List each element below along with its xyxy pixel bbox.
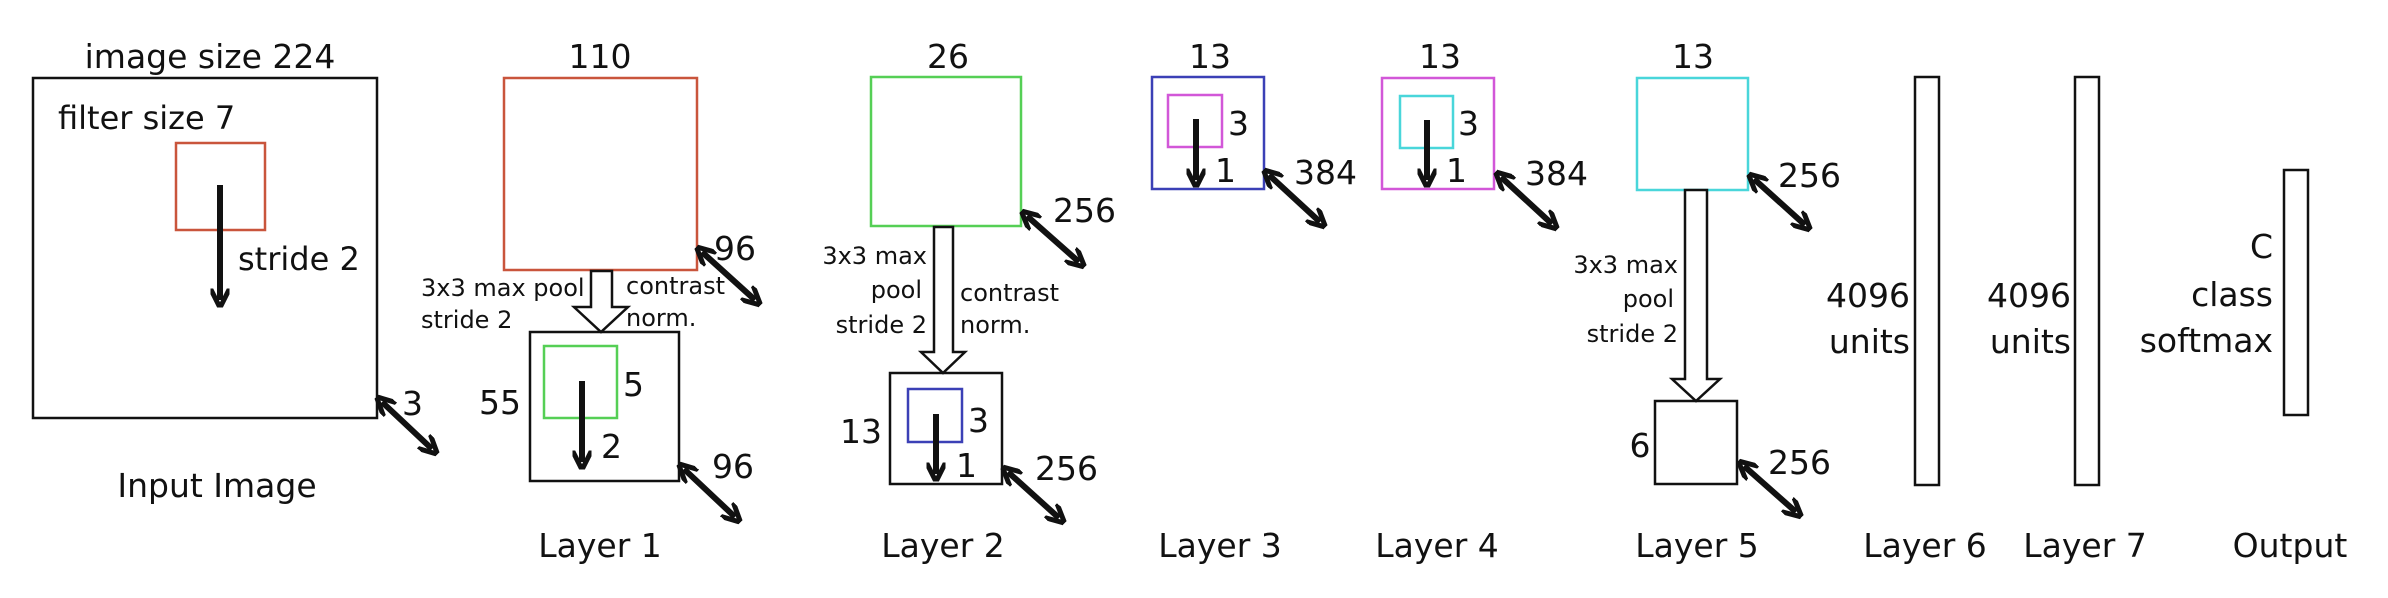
- layer6-units-line2: units: [1829, 322, 1910, 361]
- layer4-depth: 384: [1525, 154, 1588, 193]
- layer2-depth-top: 256: [1053, 191, 1116, 230]
- depth-arrow-icon: [382, 402, 432, 449]
- layer1-pooled-size: 55: [479, 383, 521, 422]
- layer7-fc-vector: [2073, 75, 2101, 487]
- layer2-pool-line1: 3x3 max: [822, 242, 927, 270]
- layer2-pooled-map: [888, 371, 1004, 486]
- layer6-title: Layer 6: [1863, 526, 1987, 565]
- pool-arrow-icon: [570, 269, 632, 334]
- layer3-stride-label: 1: [1215, 151, 1236, 190]
- layer2-pooled-size: 13: [840, 412, 882, 451]
- layer2-norm-line1: contrast: [960, 279, 1059, 307]
- layer4-feature-map: [1380, 76, 1496, 191]
- depth-arrow-icon: [1008, 472, 1059, 518]
- depth-arrow-icon: [702, 252, 755, 300]
- layer4-size-label: 13: [1419, 37, 1461, 76]
- output-line1: C: [2250, 227, 2273, 266]
- input-depth-label: 3: [402, 384, 423, 423]
- layer5-depth-bottom: 256: [1768, 443, 1831, 482]
- layer2-size-label: 26: [927, 37, 969, 76]
- output-line3: softmax: [2140, 321, 2273, 360]
- input-image-box: [31, 76, 379, 420]
- layer1-title: Layer 1: [538, 526, 662, 565]
- layer6-block: 4096 units Layer 6: [1826, 75, 1987, 565]
- layer5-feature-map: [1635, 76, 1750, 192]
- stride-label: stride 2: [238, 240, 360, 278]
- layer4-filter-label: 3: [1458, 104, 1479, 143]
- layer4-title: Layer 4: [1375, 526, 1499, 565]
- layer5-pooled-size: 6: [1630, 426, 1651, 465]
- layer1-pooled-map: [528, 330, 681, 483]
- layer2-feature-map: [869, 75, 1023, 228]
- output-line2: class: [2191, 275, 2273, 314]
- depth-arrow-icon: [684, 469, 735, 517]
- layer7-block: 4096 units Layer 7: [1987, 75, 2147, 565]
- layer1-pool-line2: stride 2: [421, 306, 512, 334]
- depth-arrow-icon: [1269, 175, 1320, 222]
- layer1-feature-map: [502, 76, 699, 272]
- layer3-size-label: 13: [1189, 37, 1231, 76]
- layer7-units-line2: units: [1990, 322, 2071, 361]
- pool-arrow-icon: [917, 225, 969, 375]
- layer7-title: Layer 7: [2023, 526, 2147, 565]
- layer5-size-label: 13: [1672, 37, 1714, 76]
- layer5-title: Layer 5: [1635, 526, 1759, 565]
- layer2-block: 26 256 3x3 max pool stride 2 contrast no…: [822, 37, 1116, 565]
- layer1-block: 110 96 3x3 max pool stride 2 contrast no…: [421, 37, 756, 565]
- output-softmax-vector: [2282, 168, 2310, 417]
- layer1-norm-line1: contrast: [626, 272, 725, 300]
- layer7-units-line1: 4096: [1987, 276, 2071, 315]
- layer2-depth-bottom: 256: [1035, 449, 1098, 488]
- layer3-block: 13 3 1 384 Layer 3: [1150, 37, 1357, 565]
- depth-arrow-icon: [1501, 177, 1552, 224]
- layer1-norm-line2: norm.: [626, 304, 696, 332]
- layer6-fc-vector: [1913, 75, 1941, 487]
- layer2-stride-label: 1: [956, 446, 977, 485]
- layer2-filter-label: 3: [968, 401, 989, 440]
- filter-size-label: filter size 7: [58, 99, 235, 137]
- layer3-feature-map: [1150, 75, 1266, 191]
- layer2-pool-line2: pool: [871, 276, 922, 304]
- layer3-title: Layer 3: [1158, 526, 1282, 565]
- layer5-pooled-map: [1653, 399, 1739, 486]
- input-image-title: Input Image: [117, 466, 316, 505]
- depth-arrow-icon: [1027, 216, 1079, 262]
- layer3-filter-label: 3: [1228, 104, 1249, 143]
- layer3-depth: 384: [1294, 153, 1357, 192]
- layer1-depth-bottom: 96: [712, 447, 754, 486]
- layer5-pool-line3: stride 2: [1587, 320, 1678, 348]
- output-title: Output: [2233, 526, 2348, 565]
- depth-arrow-icon: [1754, 179, 1805, 225]
- pool-arrow-icon: [1668, 188, 1724, 403]
- layer4-block: 13 3 1 384 Layer 4: [1375, 37, 1588, 565]
- layer1-depth-top: 96: [714, 229, 756, 268]
- layer1-pool-line1: 3x3 max pool: [421, 274, 585, 302]
- layer2-title: Layer 2: [881, 526, 1005, 565]
- depth-arrow-icon: [1744, 466, 1796, 512]
- layer1-stride-label: 2: [601, 427, 622, 466]
- layer2-norm-line2: norm.: [960, 311, 1030, 339]
- layer5-pool-line1: 3x3 max: [1573, 251, 1678, 279]
- input-image-block: image size 224 filter size 7 stride 2 3 …: [31, 37, 432, 505]
- layer6-units-line1: 4096: [1826, 276, 1910, 315]
- input-size-label: image size 224: [85, 37, 336, 76]
- layer5-pool-line2: pool: [1623, 285, 1674, 313]
- output-block: C class softmax Output: [2140, 168, 2348, 565]
- layer2-pool-line3: stride 2: [836, 311, 927, 339]
- layer1-filter-label: 5: [623, 365, 644, 404]
- layer1-size-label: 110: [569, 37, 632, 76]
- layer5-block: 13 256 3x3 max pool stride 2 6 256 Layer…: [1573, 37, 1841, 565]
- layer5-depth-top: 256: [1778, 156, 1841, 195]
- layer4-stride-label: 1: [1446, 151, 1467, 190]
